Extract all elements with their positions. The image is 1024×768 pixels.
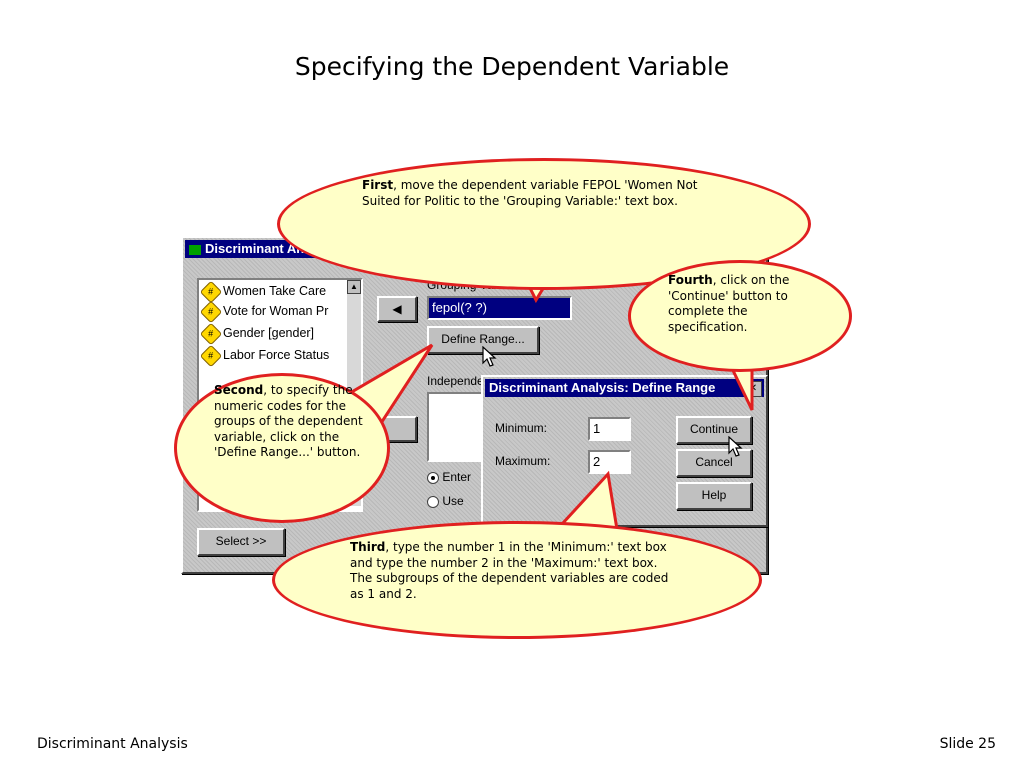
second-callout <box>174 373 390 523</box>
slide-number: Slide 25 <box>939 736 996 752</box>
help-button[interactable]: Help <box>676 482 752 510</box>
first-callout <box>277 158 811 290</box>
fourth-callout <box>628 260 852 372</box>
continue-button[interactable]: Continue <box>676 416 752 444</box>
list-item[interactable]: #Gender [gender] <box>199 322 314 346</box>
maximum-label: Maximum: <box>495 454 551 468</box>
define-range-titlebar: Discriminant Analysis: Define Range <box>485 379 764 397</box>
scroll-up-button[interactable]: ▲ <box>347 280 361 294</box>
cancel-button[interactable]: Cancel <box>676 449 752 477</box>
third-callout <box>272 521 762 639</box>
move-to-grouping-button[interactable]: ◀ <box>377 296 417 322</box>
list-item[interactable]: #Vote for Woman Pr <box>199 300 328 324</box>
radio-use-button[interactable] <box>427 495 439 508</box>
fourth-callout-text: Fourth, click on the 'Continue' button t… <box>668 273 790 334</box>
define-range-title: Discriminant Analysis: Define Range <box>489 380 716 395</box>
list-item[interactable]: #Women Take Care <box>199 280 326 304</box>
radio-use-option[interactable]: Use <box>427 494 464 508</box>
second-callout-text: Second, to specify the numeric codes for… <box>214 383 363 459</box>
grouping-variable-field[interactable]: fepol(? ?) <box>427 296 572 320</box>
mouse-cursor-icon <box>728 436 743 457</box>
first-callout-text: First, move the dependent variable FEPOL… <box>362 178 698 208</box>
select-button[interactable]: Select >> <box>197 528 285 556</box>
minimum-field[interactable]: 1 <box>588 417 631 441</box>
radio-enter-option[interactable]: Enter <box>427 470 471 484</box>
define-range-dialog: Discriminant Analysis: Define Range ✕ Mi… <box>481 375 768 527</box>
radio-dot-icon <box>431 475 435 480</box>
slide-title: Specifying the Dependent Variable <box>294 52 730 81</box>
footer-title: Discriminant Analysis <box>37 736 188 752</box>
third-callout-text: Third, type the number 1 in the 'Minimum… <box>350 540 669 601</box>
radio-enter-button[interactable] <box>427 471 439 484</box>
list-item[interactable]: #Labor Force Status <box>199 344 329 368</box>
mouse-cursor-icon <box>482 346 497 367</box>
minimum-label: Minimum: <box>495 421 548 435</box>
app-icon <box>189 244 201 255</box>
maximum-field[interactable]: 2 <box>588 450 631 474</box>
